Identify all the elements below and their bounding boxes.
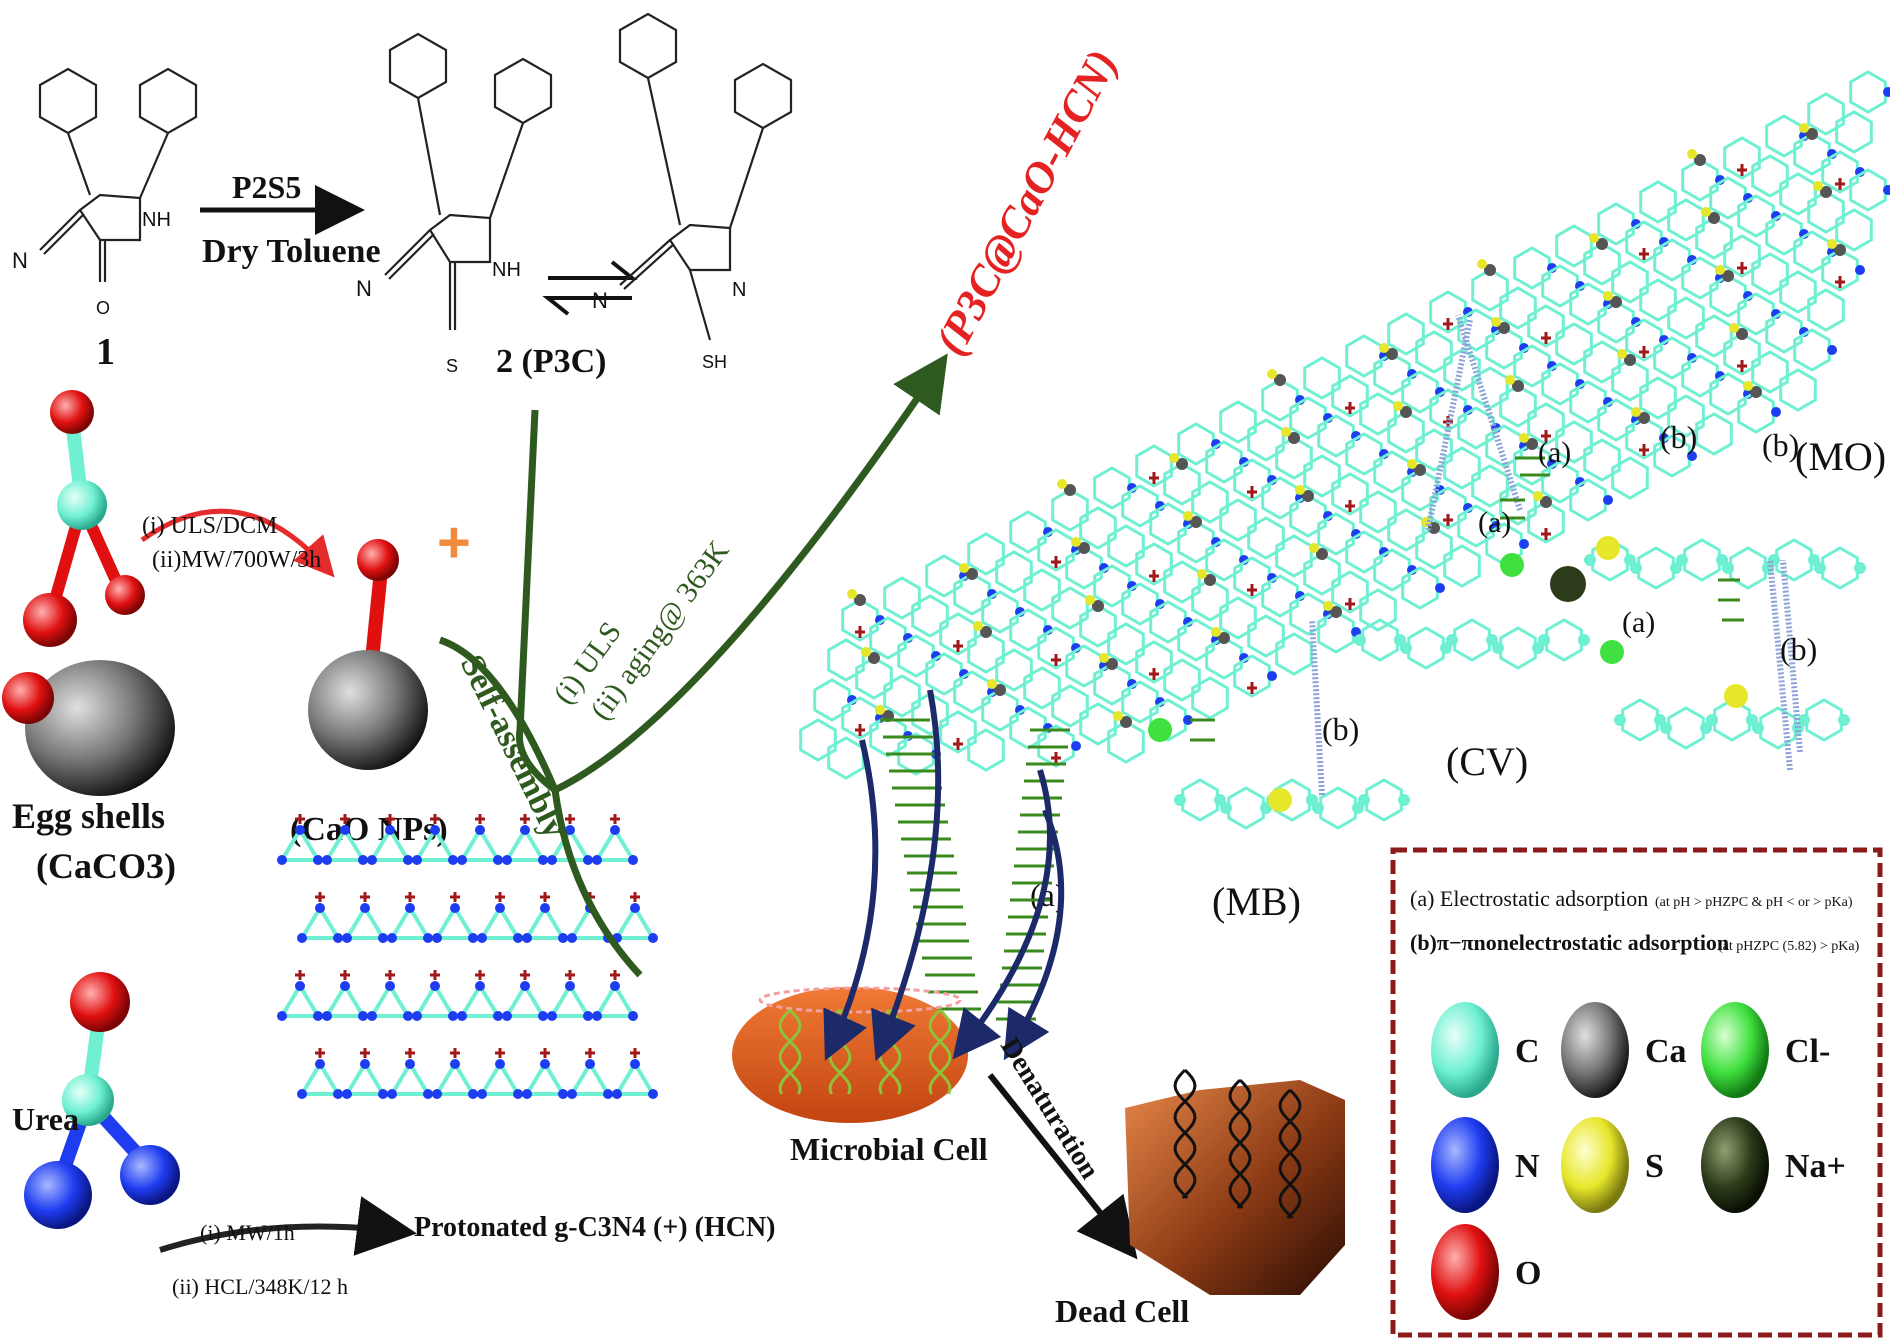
- legend-item-s: S: [1561, 1117, 1664, 1213]
- cao-step-2: (ii)MW/700W/3h: [152, 547, 321, 573]
- legend-item-o: O: [1431, 1224, 1541, 1320]
- label-b-4: (b): [1322, 711, 1359, 747]
- legend-item-n: N: [1431, 1117, 1540, 1213]
- cao-conversion-arrow: [140, 508, 335, 578]
- cao-step-1: (i) ULS/DCM: [142, 513, 277, 539]
- hcn-sheet-graphic: [277, 814, 658, 1099]
- legend-box: (a) Electrostatic adsorption (at pH > pH…: [1390, 847, 1883, 1338]
- svg-text:O: O: [1515, 1255, 1541, 1292]
- svg-text:Ca: Ca: [1645, 1033, 1687, 1070]
- urea-label: Urea: [12, 1101, 79, 1137]
- equilibrium-arrows: [542, 260, 638, 316]
- composite-title: (P3C@CaO-HCN): [926, 42, 1128, 363]
- hcn-step-2: (ii) HCL/348K/12 h: [172, 1274, 348, 1299]
- compound-1-nitrile-n: N: [12, 248, 28, 273]
- label-b-1: (b): [1660, 419, 1697, 455]
- hcn-label: Protonated g-C3N4 (+) (HCN): [414, 1212, 775, 1243]
- legend-item-na: Na+: [1701, 1117, 1846, 1213]
- caco3-label: (CaCO3): [36, 846, 176, 886]
- denaturation-arrow: [987, 1073, 1138, 1260]
- label-a-2: (a): [1478, 506, 1511, 539]
- legend-line-b-condition: (at pHZPC (5.82) > pKa): [1718, 939, 1860, 954]
- denaturation-label: Denaturation: [994, 1032, 1105, 1185]
- green-field-lines: [880, 718, 1070, 1021]
- cao-label: (CaO NPs): [290, 811, 448, 848]
- compound-2-label: 2 (P3C): [496, 343, 606, 380]
- attack-arrows: [823, 689, 1065, 1062]
- dye-label-mb: (MB): [1212, 879, 1301, 924]
- reagent-solvent: Dry Toluene: [202, 233, 381, 270]
- compound-1-label: 1: [96, 331, 115, 373]
- tautomer-n: N: [732, 279, 746, 301]
- legend-item-ca: Ca: [1561, 1002, 1687, 1098]
- reagent-p2s5: P2S5: [232, 169, 301, 205]
- compound-1-nh: NH: [142, 209, 171, 231]
- label-a-3: (a): [1622, 606, 1655, 639]
- cao-nanoparticle: [308, 539, 428, 770]
- dead-cell: [1125, 1080, 1345, 1295]
- caco3-molecule: [2, 390, 175, 796]
- tautomer-structure: [618, 12, 793, 341]
- svg-text:N: N: [1515, 1148, 1540, 1185]
- legend-item-cl: Cl-: [1701, 1002, 1830, 1098]
- dye-molecules-graphic: [1148, 536, 1866, 830]
- label-b-3: (b): [1780, 631, 1817, 667]
- compound-2-nitrile-n: N: [356, 276, 372, 301]
- compound-1-structure: [38, 67, 198, 282]
- svg-text:Cl-: Cl-: [1785, 1033, 1830, 1070]
- compound-2-structure: [384, 32, 553, 330]
- legend-line-a: (a) Electrostatic adsorption: [1410, 886, 1648, 911]
- legend-item-c: C: [1431, 1002, 1540, 1098]
- broken-dna: [1173, 1068, 1302, 1220]
- svg-text:Na+: Na+: [1785, 1148, 1846, 1185]
- hcn-step-1: (i) MW/1h: [200, 1220, 295, 1245]
- label-a-1: (a): [1538, 436, 1571, 469]
- label-b-2: (b): [1762, 427, 1799, 463]
- tautomer-sh: SH: [702, 352, 727, 372]
- electrostatic-interactions: [1190, 456, 1744, 742]
- svg-text:S: S: [1645, 1148, 1664, 1185]
- pi-pi-interactions: [1309, 314, 1803, 796]
- tautomer-nitrile-n: N: [592, 288, 608, 313]
- dye-label-mo: (MO): [1795, 434, 1886, 479]
- urea-molecule: [24, 972, 180, 1229]
- compound-2-nh: NH: [492, 259, 521, 281]
- egg-shells-label: Egg shells: [12, 796, 165, 836]
- self-assembly-arrows: [438, 353, 948, 978]
- composite-sheet-graphic: [799, 70, 1890, 780]
- microbial-cell-label: Microbial Cell: [790, 1131, 988, 1167]
- dead-cell-label: Dead Cell: [1055, 1293, 1189, 1329]
- compound-2-sulfur: S: [446, 356, 458, 376]
- legend-line-b: (b)π−πnonelectrostatic adsorption: [1410, 930, 1729, 955]
- legend-line-a-condition: (at pH > pHZPC & pH < or > pKa): [1655, 895, 1853, 910]
- dye-label-cv: (CV): [1446, 739, 1528, 784]
- svg-text:C: C: [1515, 1033, 1540, 1070]
- compound-1-oxygen: O: [96, 298, 110, 318]
- plus-sign: +: [437, 510, 471, 575]
- hcn-conversion-arrow: [159, 1196, 417, 1256]
